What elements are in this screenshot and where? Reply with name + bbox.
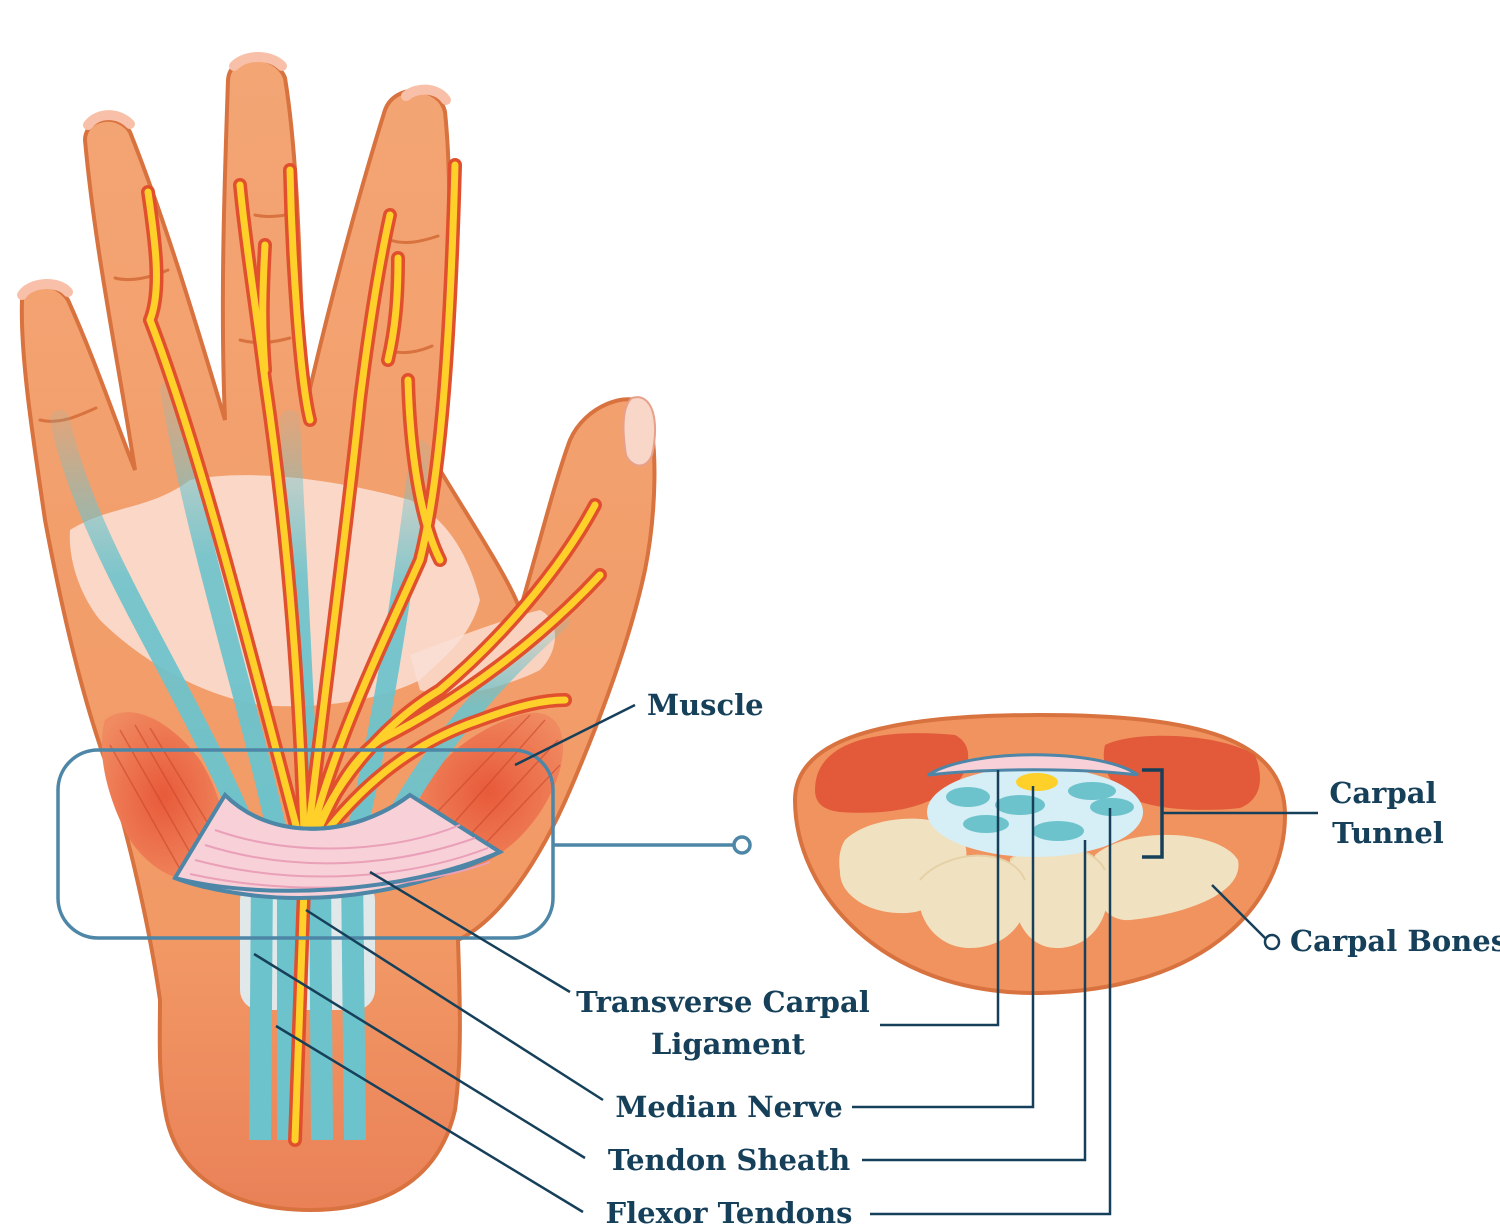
carpal-bones-shape xyxy=(839,818,1239,949)
labels: Muscle Carpal Tunnel Carpal Bones Transv… xyxy=(576,688,1500,1227)
fingernail-middle xyxy=(229,52,287,71)
fingernail-pinky xyxy=(17,279,73,300)
hypothenar-muscle-striations xyxy=(109,724,219,879)
leader-carpal-bones-dot xyxy=(1263,933,1281,951)
leader-ligament xyxy=(369,870,571,994)
leader-carpal-bones xyxy=(1211,884,1266,939)
label-median-nerve: Median Nerve xyxy=(615,1090,842,1124)
ligament-bottom-arc xyxy=(174,850,501,893)
leader-lines xyxy=(253,703,1318,1216)
cross-section-median-nerve xyxy=(1016,773,1058,791)
leader-median-nerve-xs xyxy=(852,786,1035,1109)
leader-tendon-sheath-xs xyxy=(862,840,1087,1162)
label-flexor-tendons: Flexor Tendons xyxy=(606,1196,853,1227)
wrist-cross-section xyxy=(792,712,1288,996)
fingernail-ring xyxy=(83,110,135,130)
label-carpal-tunnel: Carpal Tunnel xyxy=(1329,776,1446,850)
leader-flexor-tendons xyxy=(275,1024,584,1214)
leader-median-nerve xyxy=(305,908,604,1102)
hypothenar-muscle xyxy=(101,712,225,881)
flexor-tendons-forearm xyxy=(249,869,366,1141)
leader-ligament-xs xyxy=(880,770,1000,1027)
ligament-outline-arc xyxy=(223,793,412,831)
fingernail-index xyxy=(401,84,451,105)
label-transverse-carpal-ligament: Transverse Carpal Ligament xyxy=(576,985,880,1061)
cross-section-ligament xyxy=(927,753,1139,777)
thumbnail xyxy=(622,396,656,467)
cross-section-muscle-right xyxy=(1103,735,1260,810)
label-tendon-sheath: Tendon Sheath xyxy=(608,1143,850,1177)
frame-connector-dot xyxy=(732,835,752,855)
label-carpal-bones: Carpal Bones xyxy=(1290,924,1500,958)
label-muscle: Muscle xyxy=(647,688,764,722)
leader-flexor-tendons-xs xyxy=(870,808,1112,1216)
hand-illustration xyxy=(17,52,752,1213)
median-nerve-shape xyxy=(141,158,607,1147)
leader-tendon-sheath xyxy=(253,952,586,1160)
cross-section-muscle-left xyxy=(815,733,969,813)
leader-muscle xyxy=(514,703,636,767)
